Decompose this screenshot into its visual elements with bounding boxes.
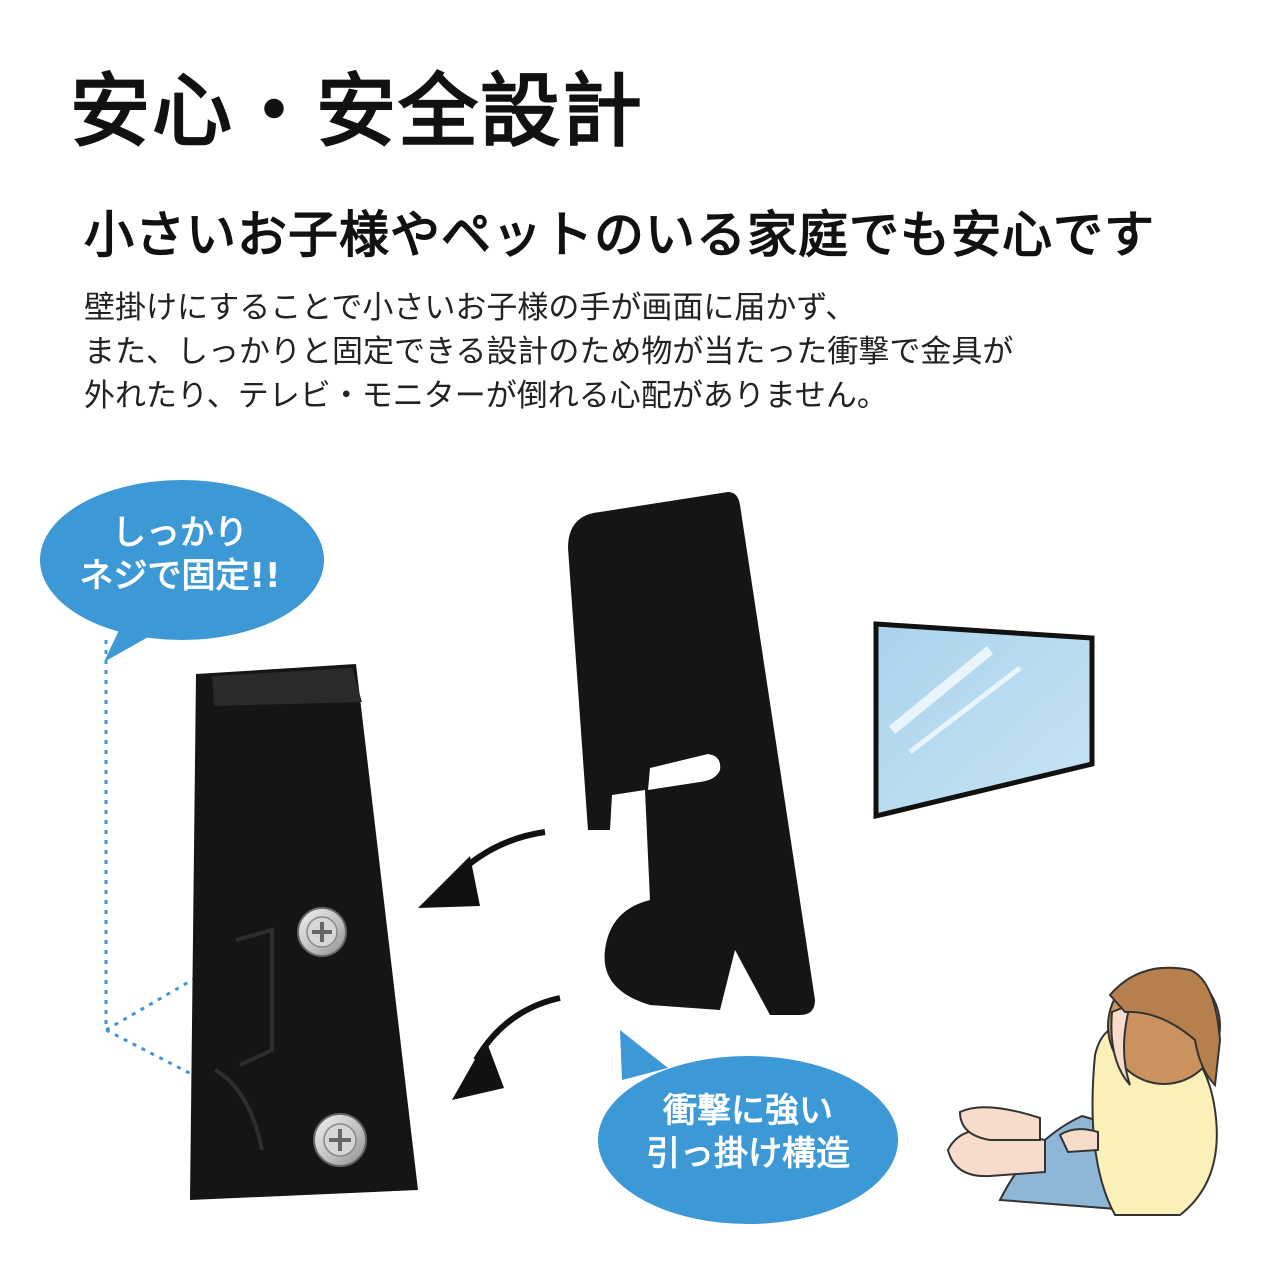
callout-line: ネジで固定!! bbox=[79, 555, 281, 596]
description-line: 外れたり、テレビ・モニターが倒れる心配がありません。 bbox=[84, 378, 888, 414]
hook-callout-text: 衝撃に強い 引っ掛け構造 bbox=[598, 1090, 898, 1175]
bubble-screw-callout bbox=[40, 480, 324, 662]
page-title: 安心・安全設計 bbox=[70, 65, 644, 158]
child-illustration-icon bbox=[946, 966, 1222, 1216]
wall-monitor-icon bbox=[873, 621, 1095, 820]
curved-arrow-icon bbox=[452, 1040, 504, 1100]
callout-line: しっかり bbox=[112, 513, 248, 553]
hook-plate-icon bbox=[568, 492, 815, 1015]
page-subtitle: 小さいお子様やペットのいる家庭でも安心です bbox=[84, 206, 1155, 264]
screw-icon bbox=[297, 907, 347, 957]
description-line: 壁掛けにすることで小さいお子様の手が画面に届かず、 bbox=[84, 290, 857, 326]
screw-icon bbox=[313, 1113, 367, 1167]
callout-line: 引っ掛け構造 bbox=[646, 1133, 850, 1174]
description-line: また、しっかりと固定できる設計のため物が当たった衝撃で金具が bbox=[84, 334, 1014, 370]
description: 壁掛けにすることで小さいお子様の手が画面に届かず、 また、しっかりと固定できる設… bbox=[84, 286, 1204, 418]
bubble-hook-callout bbox=[598, 1030, 898, 1224]
curved-arrow-icon bbox=[418, 856, 480, 908]
screw-callout-text: しっかり ネジで固定!! bbox=[40, 512, 320, 597]
callout-line: 衝撃に強い bbox=[663, 1091, 833, 1131]
